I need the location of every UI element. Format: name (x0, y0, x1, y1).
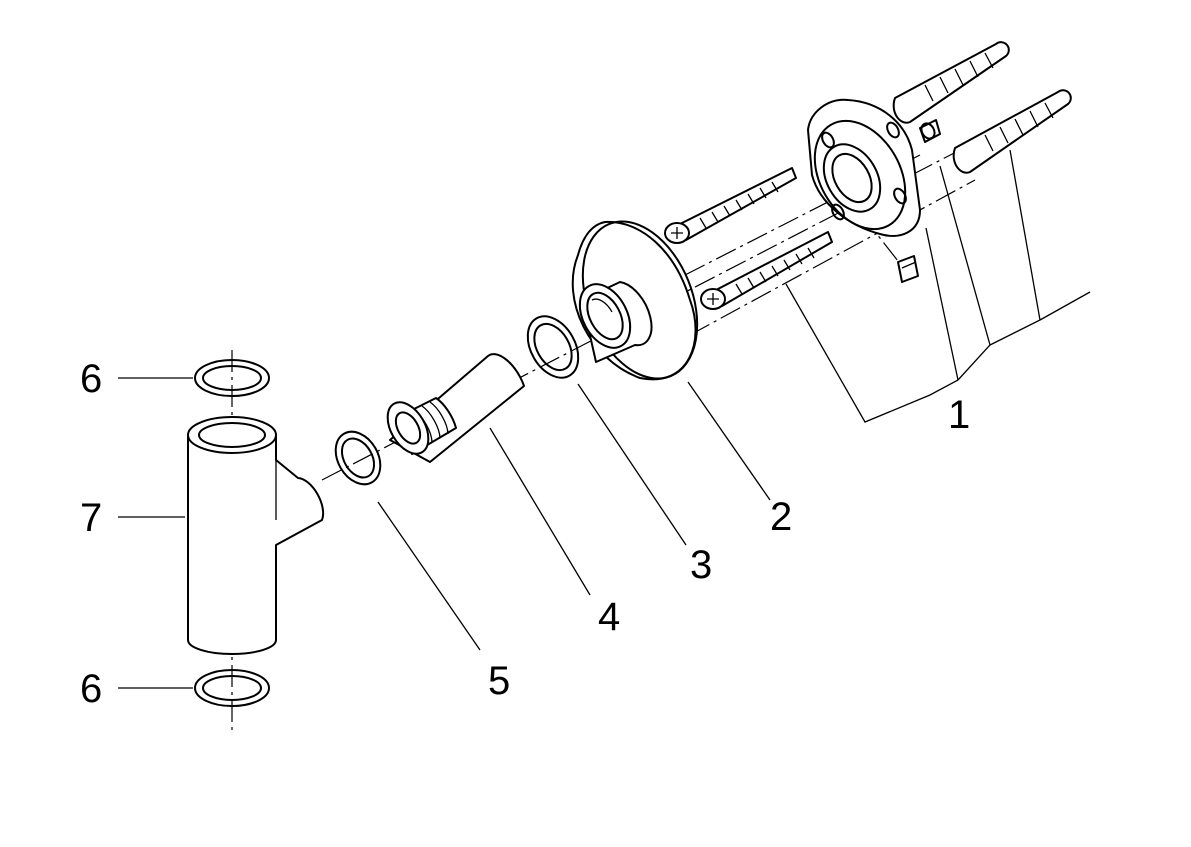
callout-1: 1 (948, 393, 970, 437)
mounting-screw-upper (664, 167, 797, 244)
small-seal-ring (334, 430, 382, 486)
tee-fitting (187, 416, 325, 655)
set-screw-top (919, 119, 941, 143)
callout-7: 7 (80, 496, 102, 540)
threaded-connector (386, 353, 525, 463)
callout-6-top: 6 (80, 357, 102, 401)
callout-labels: 1 2 3 4 5 6 7 6 (80, 357, 970, 711)
wall-flange (807, 98, 921, 237)
wall-plug-lower (952, 89, 1072, 174)
callout-4: 4 (598, 595, 620, 639)
mounting-screw-lower (700, 231, 833, 310)
seal-ring-top (194, 359, 270, 397)
callout-5: 5 (488, 659, 510, 703)
callout-6-bottom: 6 (80, 667, 102, 711)
set-screw-bottom (897, 255, 919, 283)
seal-ring-bottom (194, 669, 270, 707)
cover-rosette (571, 220, 699, 381)
wall-plug-upper (892, 41, 1010, 124)
leader-lines (118, 149, 1091, 689)
callout-3: 3 (690, 543, 712, 587)
callout-2: 2 (770, 495, 792, 539)
large-seal-ring (526, 315, 580, 379)
